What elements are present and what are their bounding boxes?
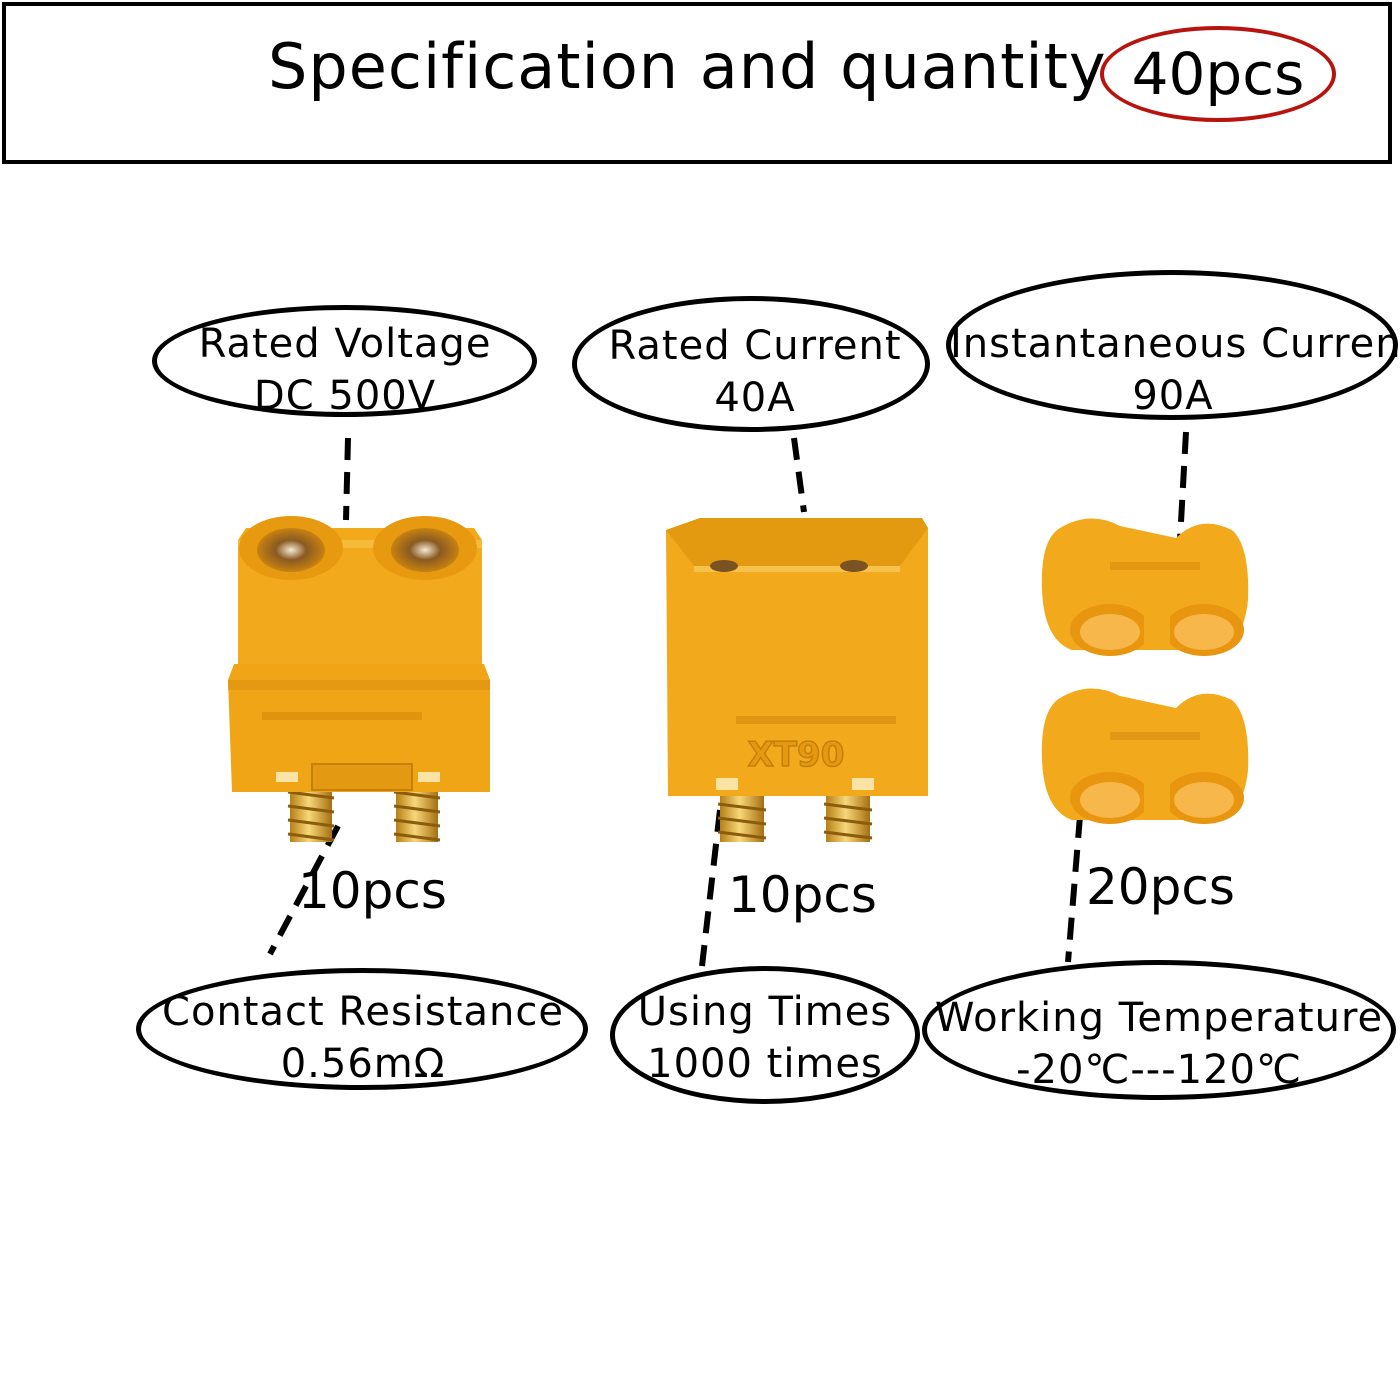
rated-current-bubble: [572, 296, 930, 432]
header-title: Specification and quantity: [268, 30, 1107, 103]
header-box: Specification and quantity 40pcs: [2, 2, 1392, 164]
leader-rated-voltage: [343, 437, 351, 521]
total-quantity-badge: 40pcs: [1100, 26, 1336, 122]
rated-current-label: Rated Current: [608, 323, 902, 369]
rated-voltage-text: Rated Voltage DC 500V: [160, 318, 530, 422]
using-times-value: 1000 times: [647, 1041, 883, 1087]
using-times-text: Using Times 1000 times: [620, 986, 910, 1090]
contact-resistance-text: Contact Resistance 0.56mΩ: [148, 986, 578, 1090]
male-connector-image: XT90: [666, 518, 928, 842]
end-caps-quantity: 20pcs: [1086, 858, 1235, 916]
rated-current-text: Rated Current 40A: [590, 320, 920, 424]
female-connector-quantity: 10pcs: [298, 862, 447, 920]
male-connector-quantity: 10pcs: [728, 866, 877, 924]
leader-contact-resistance: [267, 824, 341, 956]
rated-voltage-value: DC 500V: [253, 373, 437, 419]
working-temperature-bubble: [922, 960, 1396, 1100]
female-connector-image: [228, 516, 490, 842]
working-temperature-value: -20℃---120℃: [1016, 1047, 1302, 1093]
leader-using-times: [699, 809, 723, 967]
leader-working-temperature: [1065, 815, 1083, 963]
male-connector-pins: [717, 792, 873, 842]
rated-voltage-bubble: [152, 305, 537, 417]
rated-current-value: 40A: [714, 375, 796, 421]
instantaneous-current-text: Instantaneous Current 90A: [950, 318, 1400, 422]
working-temperature-text: Working Temperature -20℃---120℃: [930, 992, 1388, 1096]
instantaneous-current-value: 90A: [1132, 373, 1214, 419]
working-temperature-label: Working Temperature: [934, 995, 1384, 1041]
leader-rated-current: [791, 437, 807, 513]
contact-resistance-bubble: [136, 968, 588, 1090]
leader-lines: [267, 431, 1189, 967]
xt90-marking: XT90: [748, 735, 845, 775]
rated-voltage-label: Rated Voltage: [198, 321, 492, 367]
instantaneous-current-bubble: [946, 270, 1398, 420]
end-cap-top-image: [1041, 518, 1249, 656]
contact-resistance-value: 0.56mΩ: [280, 1041, 446, 1087]
end-cap-bottom-image: [1041, 688, 1249, 824]
using-times-label: Using Times: [637, 989, 893, 1035]
instantaneous-current-label: Instantaneous Current: [950, 321, 1400, 367]
contact-resistance-label: Contact Resistance: [162, 989, 564, 1035]
leader-instantaneous-current: [1177, 431, 1189, 541]
using-times-bubble: [610, 966, 920, 1104]
